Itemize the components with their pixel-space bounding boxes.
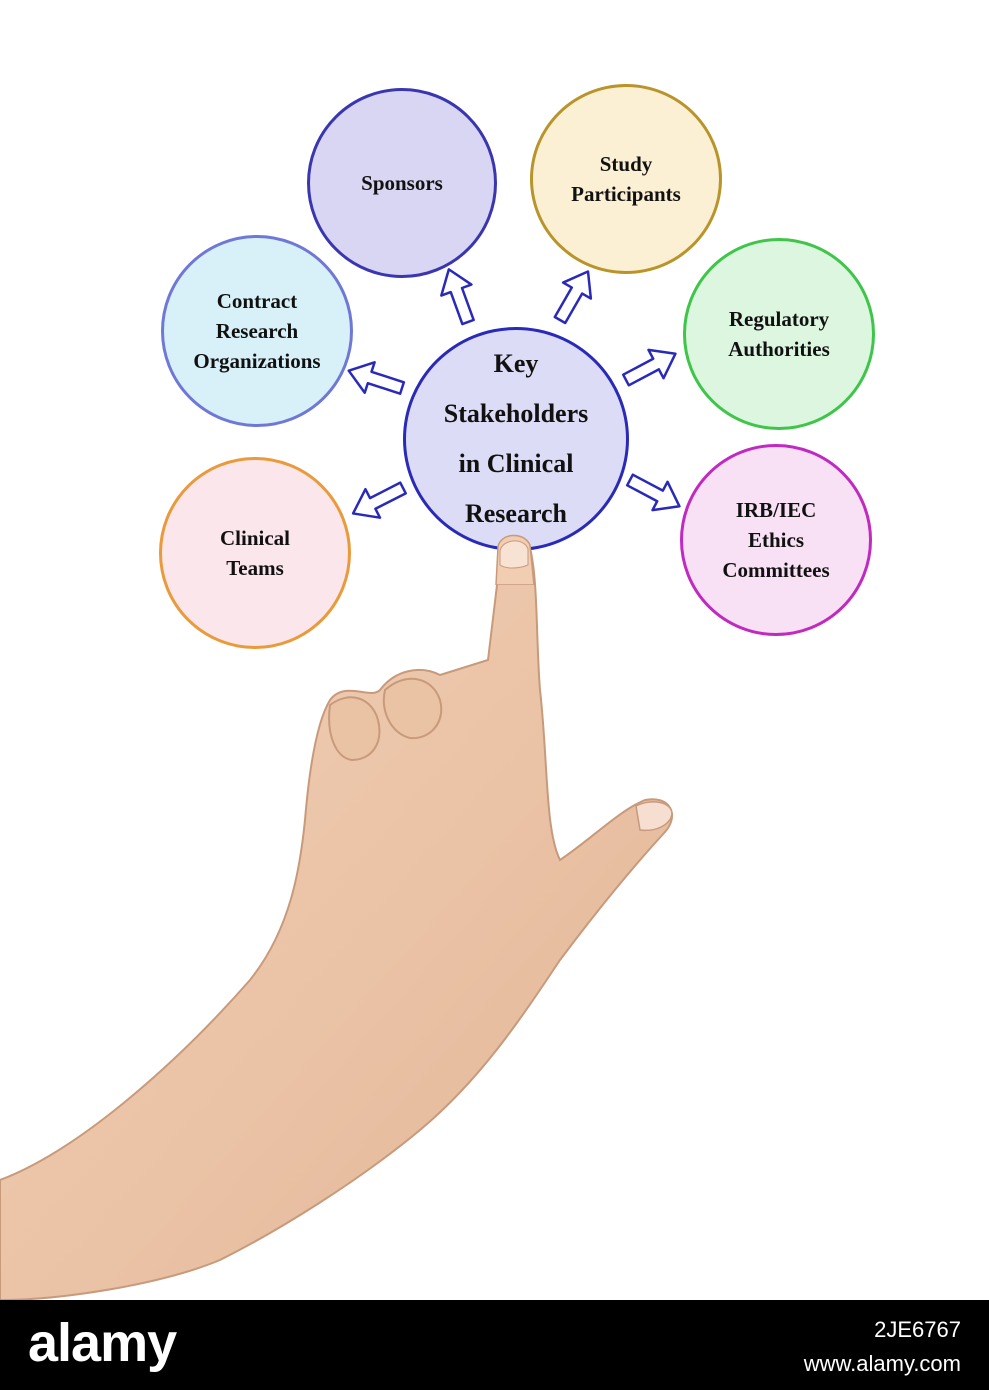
node-label-clinical-teams: Clinical Teams (219, 526, 290, 580)
center-node-label: Key Stakeholders in Clinical Research (443, 349, 589, 528)
node-regulatory-authorities: Regulatory Authorities (683, 238, 875, 430)
connector-arrows (347, 268, 681, 519)
pointing-hand-icon (0, 537, 674, 1300)
node-label-irb-iec-ethics-committees: IRB/IEC Ethics Committees (722, 498, 830, 582)
fingertip-icon (495, 534, 535, 585)
node-contract-research-organizations: Contract Research Organizations (161, 235, 353, 427)
node-label-regulatory-authorities: Regulatory Authorities (728, 307, 830, 361)
node-irb-iec-ethics-committees: IRB/IEC Ethics Committees (680, 444, 872, 636)
footer-url: www.alamy.com (803, 1351, 961, 1376)
diagram-canvas: Sponsors Study Participants Contract Res… (0, 84, 875, 1300)
node-label-sponsors: Sponsors (361, 171, 443, 195)
center-node: Key Stakeholders in Clinical Research (403, 327, 629, 551)
arrow-to-clinical-teams (351, 481, 407, 519)
image-id: 2JE6767 (874, 1317, 961, 1342)
node-clinical-teams: Clinical Teams (159, 457, 351, 649)
alamy-logo: alamy (28, 1313, 177, 1373)
node-label-contract-research-organizations: Contract Research Organizations (193, 289, 321, 373)
footer-credit: 2JE6767 www.alamy.com (804, 1316, 961, 1378)
node-sponsors: Sponsors (307, 88, 497, 278)
arrow-to-irb-iec-ethics-committees (625, 473, 681, 512)
arrow-to-regulatory-authorities (621, 348, 677, 387)
watermark-footer: alamy 2JE6767 www.alamy.com (0, 1300, 989, 1390)
arrow-to-sponsors (440, 268, 475, 326)
node-label-study-participants: Study Participants (571, 152, 681, 206)
node-study-participants: Study Participants (530, 84, 722, 274)
arrow-to-study-participants (553, 270, 593, 325)
arrow-to-contract-research-organizations (347, 361, 406, 395)
